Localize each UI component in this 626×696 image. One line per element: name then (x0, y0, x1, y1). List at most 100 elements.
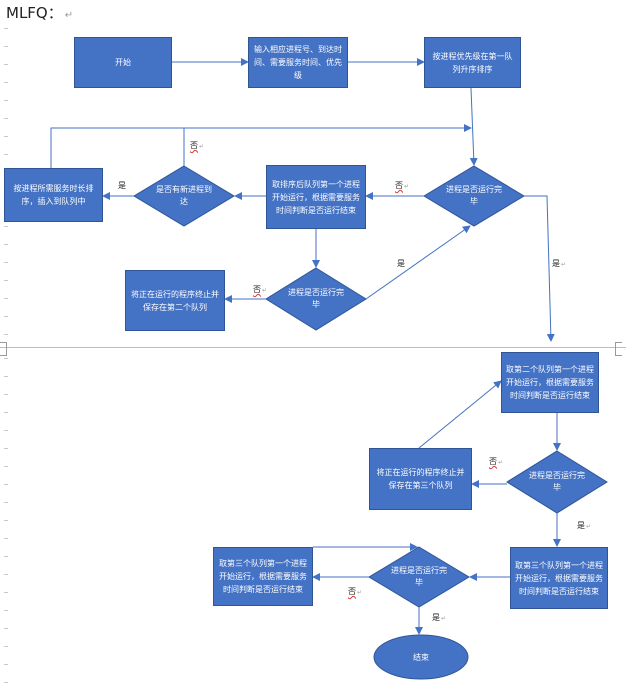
page-corner-mark (615, 342, 622, 349)
edge-label-yes-text: 是 (397, 259, 405, 268)
paragraph-mark-icon: ↵ (586, 523, 592, 530)
margin-mark (4, 520, 8, 521)
edge-label-no: 否↵ (190, 140, 204, 151)
page-break (0, 347, 626, 348)
start-box-label: 开始 (115, 58, 131, 67)
edge-label-yes-text: 是 (432, 613, 440, 622)
paragraph-mark-icon: ↵ (561, 261, 567, 268)
arrow-check2-yes-to-check1 (365, 225, 471, 300)
decision-label-done-2: 进程是否运行完毕 (286, 283, 346, 315)
edge-label-no-text: 否 (190, 141, 198, 150)
edge-label-no: 否↵ (348, 586, 362, 597)
decision-text-new-arrival: 是否有新进程到达 (156, 185, 212, 206)
decision-text-done-4: 进程是否运行完毕 (391, 566, 447, 587)
edge-label-yes: 是↵ (432, 612, 446, 623)
margin-mark (4, 466, 8, 467)
margin-mark (4, 664, 8, 665)
take-queue3-right-box: 取第三个队列第一个进程开始运行，根据需要服务时间判断是否运行结束 (510, 547, 608, 609)
take-queue2-box: 取第二个队列第一个进程开始运行，根据需要服务时间判断是否运行结束 (501, 352, 599, 413)
margin-mark (4, 280, 8, 281)
margin-mark (4, 574, 8, 575)
edge-label-no-text: 否 (253, 285, 261, 294)
decision-label-done-4: 进程是否运行完毕 (389, 561, 449, 593)
save-queue3-box-label: 将正在运行的程序终止并保存在第三个队列 (376, 468, 465, 490)
take-queue2-box-label: 取第二个队列第一个进程开始运行，根据需要服务时间判断是否运行结束 (506, 365, 594, 400)
sort-priority-box-label: 按进程优先级在第一队列升序排序 (432, 51, 513, 74)
insert-sorted-box-label: 按进程所需服务时长排序，插入到队列中 (13, 184, 94, 206)
margin-mark (4, 556, 8, 557)
paragraph-mark-icon: ↵ (498, 459, 504, 466)
edge-label-yes-text: 是 (577, 521, 585, 530)
edge-label-yes: 是↵ (552, 258, 566, 269)
take-queue3-right-box-label: 取第三个队列第一个进程开始运行，根据需要服务时间判断是否运行结束 (515, 560, 603, 596)
margin-mark (4, 448, 8, 449)
take-queue3-left-box-label: 取第三个队列第一个进程开始运行，根据需要服务时间判断是否运行结束 (219, 559, 307, 594)
edge-label-no-text: 否 (348, 587, 356, 596)
edge-label-no-text: 否 (489, 457, 497, 466)
arrow-save3-to-take2 (418, 380, 502, 449)
save-queue2-box-label: 将正在运行的程序终止并保存在第二个队列 (131, 289, 219, 312)
edge-label-no-text: 否 (395, 181, 403, 190)
decision-diamond-done-2 (265, 267, 367, 331)
margin-mark (4, 592, 8, 593)
page-corner-mark (0, 349, 7, 356)
margin-mark (4, 628, 8, 629)
page-corner-mark (615, 349, 622, 356)
margin-mark (4, 298, 8, 299)
arrow-check1-yes-to-queue2 (524, 195, 555, 342)
margin-mark (4, 412, 8, 413)
margin-mark (4, 682, 8, 683)
margin-mark (4, 376, 8, 377)
arrow-sort-to-check1 (469, 87, 478, 166)
end-label: 结束 (374, 635, 468, 679)
document-title-text: MLFQ： (6, 4, 63, 22)
margin-mark (4, 610, 8, 611)
margin-mark (4, 484, 8, 485)
insert-sorted-box: 按进程所需服务时长排序，插入到队列中 (4, 168, 103, 222)
end-terminal (373, 634, 469, 680)
margin-mark (4, 244, 8, 245)
paragraph-mark-icon: ↵ (199, 143, 205, 150)
save-queue3-box: 将正在运行的程序终止并保存在第三个队列 (369, 448, 472, 510)
take-queue3-left-box: 取第三个队列第一个进程开始运行，根据需要服务时间判断是否运行结束 (213, 547, 313, 606)
edge-label-yes-text: 是 (552, 259, 560, 268)
save-queue2-box: 将正在运行的程序终止并保存在第二个队列 (125, 270, 225, 331)
arrow-insert-loop (50, 124, 472, 168)
decision-text-done-1: 进程是否运行完毕 (446, 185, 502, 206)
edge-label-yes: 是↵ (577, 520, 591, 531)
paragraph-mark-icon: ↵ (441, 615, 447, 622)
decision-label-done-3: 进程是否运行完毕 (527, 466, 587, 498)
margin-mark (4, 646, 8, 647)
margin-mark (4, 316, 8, 317)
margin-mark (4, 154, 8, 155)
edge-label-yes: 是 (118, 180, 126, 191)
decision-diamond-done-1 (423, 165, 525, 227)
paragraph-mark-icon: ↵ (262, 287, 268, 294)
edge-label-yes: 是 (397, 258, 405, 269)
margin-mark (4, 394, 8, 395)
margin-mark (4, 262, 8, 263)
margin-mark (4, 28, 8, 29)
edge-label-no: 否↵ (489, 456, 503, 467)
margin-mark (4, 46, 8, 47)
sort-priority-box: 按进程优先级在第一队列升序排序 (424, 37, 521, 88)
input-box: 输入相应进程号、到达时间、需要服务时间、优先级 (248, 37, 348, 88)
decision-label-new-arrival: 是否有新进程到达 (154, 180, 214, 212)
page-corner-mark (0, 342, 7, 349)
paragraph-mark-icon: ↵ (357, 589, 363, 596)
decision-text-done-2: 进程是否运行完毕 (288, 288, 344, 309)
edge-label-no: 否↵ (395, 180, 409, 191)
margin-mark (4, 430, 8, 431)
edge-label-yes-text: 是 (118, 181, 126, 190)
input-box-label: 输入相应进程号、到达时间、需要服务时间、优先级 (254, 45, 342, 80)
margin-mark (4, 64, 8, 65)
margin-mark (4, 226, 8, 227)
take-queue1-box: 取排序后队列第一个进程开始运行，根据需要服务时间判断是否运行结束 (266, 165, 366, 229)
end-text: 结束 (413, 652, 429, 662)
paragraph-mark-icon: ↵ (64, 10, 74, 21)
take-queue1-box-label: 取排序后队列第一个进程开始运行，根据需要服务时间判断是否运行结束 (272, 179, 360, 215)
decision-diamond-new-arrival (133, 165, 235, 227)
margin-mark (4, 502, 8, 503)
margin-mark (4, 118, 8, 119)
